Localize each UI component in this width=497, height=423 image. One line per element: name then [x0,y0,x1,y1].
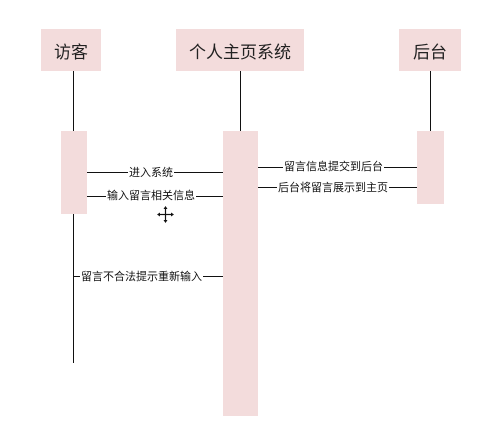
move-cursor-icon [157,206,174,223]
message-enter-system: 进入系统 [128,166,174,179]
participant-visitor-label: 访客 [54,42,88,63]
lifeline-homepage [240,71,241,131]
participant-homepage-label: 个人主页系统 [189,42,291,63]
message-display-message: 后台将留言展示到主页 [277,181,389,194]
activation-visitor [61,131,87,214]
message-submit-message: 留言信息提交到后台 [283,160,384,173]
message-input-message: 输入留言相关信息 [106,189,196,202]
message-invalid-message: 留言不合法提示重新输入 [80,270,203,283]
lifeline-visitor [73,71,74,363]
activation-homepage [223,131,258,416]
participant-homepage: 个人主页系统 [176,29,304,71]
participant-backend-label: 后台 [413,42,447,63]
participant-backend: 后台 [399,29,461,71]
activation-backend [417,131,444,204]
lifeline-backend [430,71,431,131]
participant-visitor: 访客 [41,29,101,71]
